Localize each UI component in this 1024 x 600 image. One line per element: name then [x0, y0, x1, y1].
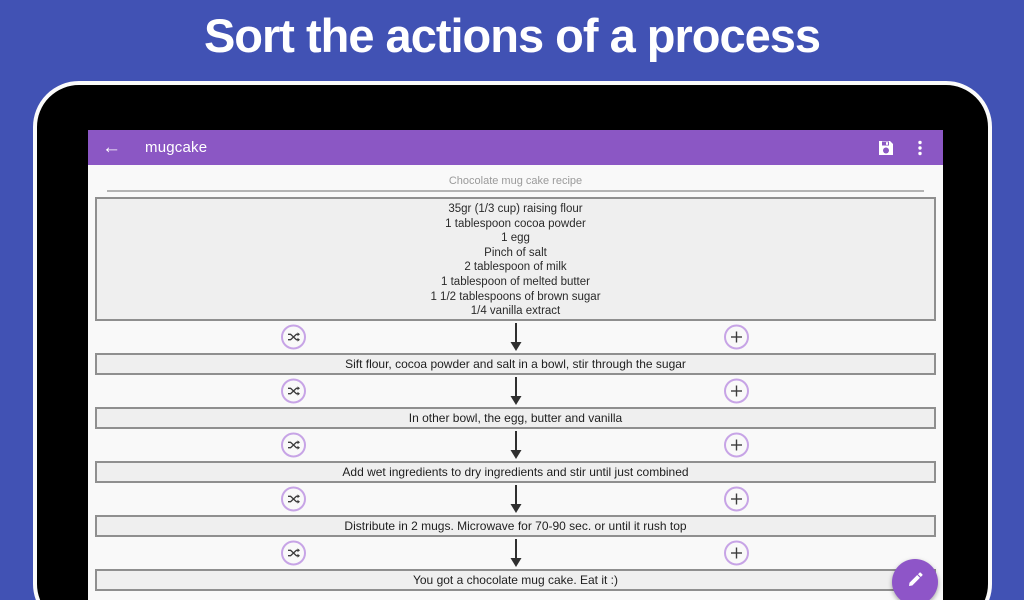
back-arrow-icon[interactable]: ← — [102, 137, 121, 158]
ingredient-line: 35gr (1/3 cup) raising flour — [448, 203, 583, 215]
step-text: In other bowl, the egg, butter and vanil… — [408, 411, 623, 425]
edit-fab-button[interactable] — [892, 559, 938, 600]
action-row — [88, 321, 943, 353]
tablet-screen: ← mugcake Chocolate mug cake recipe — [88, 130, 943, 600]
ingredient-line: 2 tablespoon of milk — [464, 261, 567, 274]
ingredient-line: 1/4 vanilla extract — [470, 305, 561, 318]
shuffle-icon[interactable] — [281, 432, 306, 458]
pencil-icon — [906, 571, 924, 594]
step-bar[interactable]: Add wet ingredients to dry ingredients a… — [95, 461, 936, 483]
ingredient-line: Pinch of salt — [484, 246, 547, 259]
steps-container: Sift flour, cocoa powder and salt in a b… — [88, 321, 943, 591]
ingredient-line: 1 tablespoon of melted butter — [441, 275, 590, 288]
step-text: Sift flour, cocoa powder and salt in a b… — [345, 357, 686, 371]
ingredient-line: 1 tablespoon cocoa powder — [445, 217, 586, 230]
step-bar[interactable]: In other bowl, the egg, butter and vanil… — [95, 407, 936, 429]
action-row — [88, 537, 943, 569]
header-divider — [107, 190, 924, 192]
arrow-down-icon — [510, 377, 521, 405]
step-text: Add wet ingredients to dry ingredients a… — [342, 465, 689, 479]
add-step-icon[interactable] — [724, 324, 749, 350]
arrow-down-icon — [510, 539, 521, 567]
step-bar[interactable]: Sift flour, cocoa powder and salt in a b… — [95, 353, 936, 375]
shuffle-icon[interactable] — [281, 486, 306, 512]
step-text: You got a chocolate mug cake. Eat it :) — [412, 573, 618, 587]
add-step-icon[interactable] — [724, 486, 749, 512]
action-row — [88, 429, 943, 461]
action-row — [88, 483, 943, 515]
arrow-down-icon — [510, 431, 521, 459]
app-bar-title: mugcake — [145, 139, 208, 156]
arrow-down-icon — [510, 485, 521, 513]
page-title: Sort the actions of a process — [203, 9, 821, 62]
ingredient-line: 1 egg — [501, 232, 530, 245]
app-bar: ← mugcake — [88, 130, 943, 165]
add-step-icon[interactable] — [724, 432, 749, 458]
step-text: Distribute in 2 mugs. Microwave for 70-9… — [344, 519, 687, 533]
save-icon[interactable] — [877, 139, 895, 157]
shuffle-icon[interactable] — [281, 324, 306, 350]
step-bar[interactable]: You got a chocolate mug cake. Eat it :) — [95, 569, 936, 591]
action-row — [88, 375, 943, 407]
add-step-icon[interactable] — [724, 378, 749, 404]
shuffle-icon[interactable] — [281, 540, 306, 566]
arrow-down-icon — [510, 323, 521, 351]
overflow-menu-icon[interactable] — [911, 139, 929, 157]
ingredient-line: 1 1/2 tablespoons of brown sugar — [430, 290, 601, 303]
step-bar[interactable]: Distribute in 2 mugs. Microwave for 70-9… — [95, 515, 936, 537]
recipe-title: Chocolate mug cake recipe — [448, 175, 583, 187]
shuffle-icon[interactable] — [281, 378, 306, 404]
add-step-icon[interactable] — [724, 540, 749, 566]
ingredients-box[interactable]: 35gr (1/3 cup) raising flour 1 tablespoon… — [95, 197, 936, 321]
